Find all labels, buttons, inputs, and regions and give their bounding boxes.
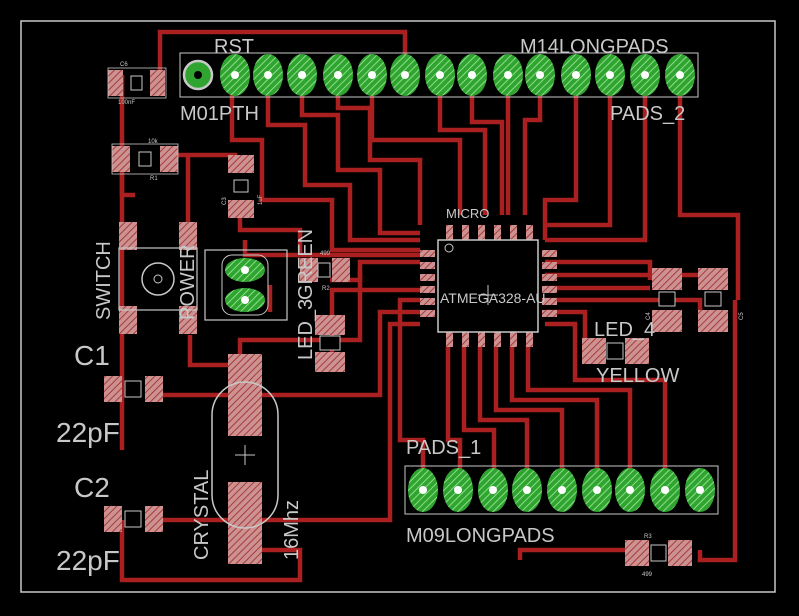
bottom-header-name: M09LONGPADS [406, 525, 555, 547]
first-pin-label: M01PTH [180, 103, 259, 125]
c2-value: 22pF [56, 545, 120, 576]
crystal [211, 354, 279, 564]
cap-c1 [104, 376, 163, 402]
mcu-atmega328 [420, 225, 557, 347]
c1-value: 22pF [56, 417, 120, 448]
mcu-pins [420, 225, 557, 347]
r2-value: 499 [320, 251, 331, 257]
c4-name: C4 [646, 312, 652, 320]
board-outline [20, 20, 776, 593]
top-header-value: PADS_2 [610, 103, 685, 125]
top-header [179, 52, 699, 98]
labels: RST M14LONGPADS M01PTH PADS_2 MICRO ATME… [56, 36, 745, 578]
led-yellow [582, 338, 649, 364]
r1-value: 10k [148, 139, 159, 145]
r2-name: R2 [322, 286, 330, 292]
rst-label: RST [214, 36, 254, 58]
crystal-name: CRYSTAL [191, 470, 213, 560]
r3-value: 499 [642, 572, 653, 578]
cap-c2 [104, 506, 163, 532]
c1-name: C1 [74, 340, 110, 371]
resistor-r2 [300, 258, 350, 282]
led-yellow-name: LED_4 [594, 319, 655, 341]
led-green [315, 315, 345, 372]
led-green-name: LED_3 [295, 299, 317, 360]
r1-name: R1 [150, 176, 158, 182]
top-header-pads [220, 54, 695, 96]
led-green-value: GREEN [295, 229, 317, 300]
first-pin-pad [182, 59, 214, 91]
cap-c4 [652, 268, 682, 332]
c3-value: 1uF [258, 194, 264, 205]
crystal-value: 16Mhz [281, 500, 303, 560]
r3-name: R3 [644, 534, 652, 540]
bottom-header-value: PADS_1 [406, 437, 481, 459]
cap-c5 [698, 268, 728, 332]
resistor-r3 [625, 540, 692, 566]
power-connector [204, 249, 288, 321]
c6-name: C6 [120, 62, 128, 68]
traces [119, 29, 741, 583]
c6-value: 100nF [118, 100, 135, 106]
bottom-header [404, 465, 719, 515]
mcu-name: MICRO [446, 206, 489, 221]
led-yellow-value: YELLOW [596, 365, 679, 387]
c3-name: C3 [222, 197, 228, 205]
switch-value: POWER [177, 244, 199, 320]
switch-power [118, 222, 198, 334]
resistor-r1 [111, 143, 179, 175]
switch-name: SWITCH [93, 241, 115, 320]
c5-name: C5 [739, 312, 745, 320]
cap-c6 [107, 67, 167, 99]
c2-name: C2 [74, 472, 110, 503]
mcu-value: ATMEGA328-AU [440, 290, 546, 306]
top-header-name: M14LONGPADS [520, 36, 669, 58]
cap-c3 [228, 155, 254, 218]
